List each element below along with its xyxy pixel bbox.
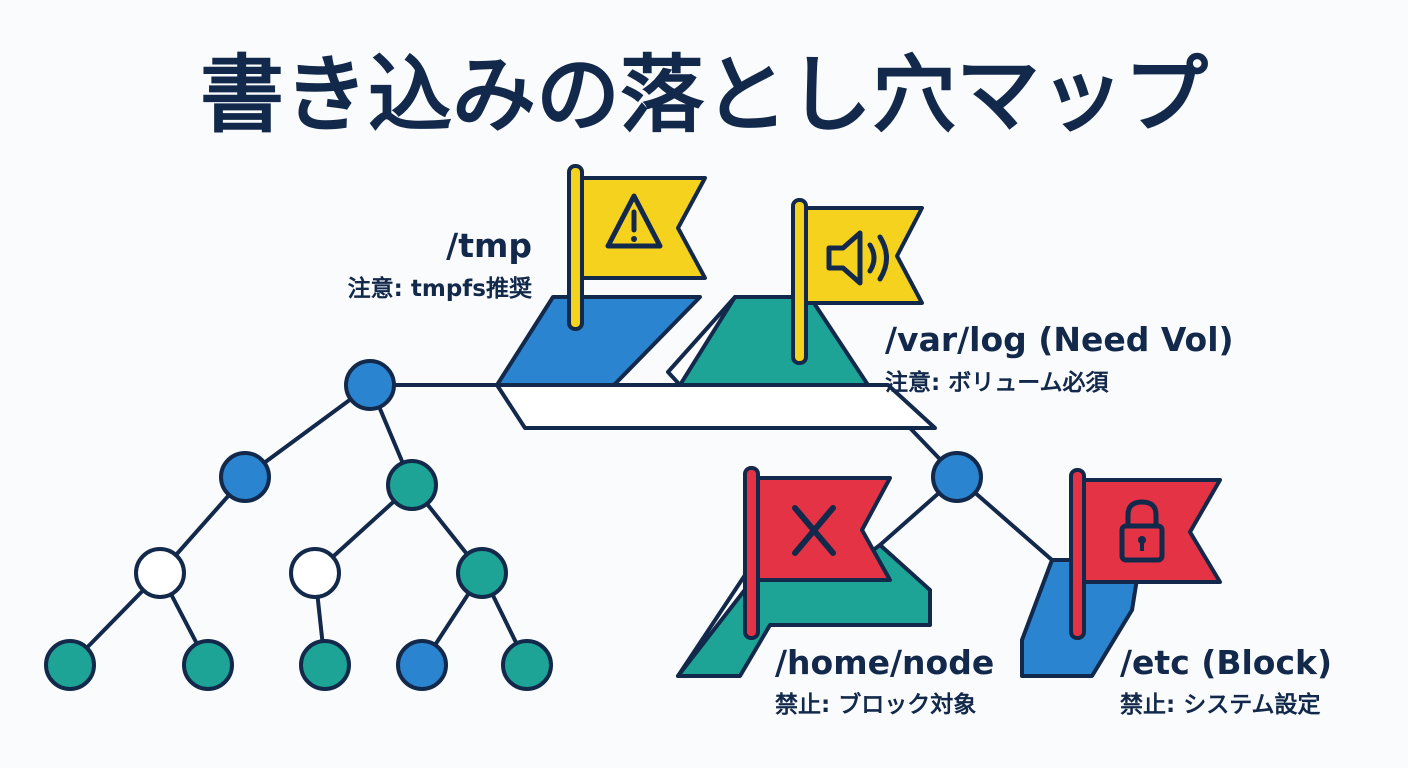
varlog-note-label: 注意: ボリューム必須 <box>885 369 1110 396</box>
etc-flag-pole <box>1069 468 1086 640</box>
homenode-flag-cloth <box>756 476 892 582</box>
lock-icon <box>1119 499 1165 563</box>
tmp-path-label: /tmp <box>446 226 532 265</box>
homenode-flag <box>743 466 892 640</box>
varlog-label: /var/log (Need Vol) 注意: ボリューム必須 <box>885 320 1234 396</box>
tmp-label: /tmp 注意: tmpfs推奨 <box>348 226 533 302</box>
warning-icon <box>605 193 663 249</box>
homenode-flag-pole <box>743 466 760 640</box>
homenode-note-label: 禁止: ブロック対象 <box>775 691 976 718</box>
tree-node-right <box>931 451 983 503</box>
etc-flag-cloth <box>1082 478 1222 584</box>
tmp-note-label: 注意: tmpfs推奨 <box>348 275 533 302</box>
tree-node <box>219 451 271 503</box>
varlog-flag-pole <box>791 198 808 365</box>
tree-node <box>289 547 341 599</box>
tree-node <box>44 639 96 691</box>
varlog-flag-cloth <box>804 206 924 305</box>
etc-note-label: 禁止: システム設定 <box>1120 691 1321 718</box>
varlog-platform-top <box>678 295 870 387</box>
homenode-label: /home/node 禁止: ブロック対象 <box>775 643 994 718</box>
tree-node <box>134 547 186 599</box>
tmp-platform <box>495 295 702 387</box>
varlog-flag <box>791 198 924 365</box>
tmp-flag-cloth <box>580 176 707 280</box>
etc-label: /etc (Block) 禁止: システム設定 <box>1120 643 1332 718</box>
tree-node <box>396 639 448 691</box>
connector-path <box>495 383 937 430</box>
tmp-flag-pole <box>567 164 584 331</box>
tree-node <box>456 547 508 599</box>
tree-node <box>501 639 553 691</box>
tree-node <box>386 459 438 511</box>
tmp-flag <box>567 164 707 331</box>
homenode-path-label: /home/node <box>775 643 994 682</box>
etc-flag <box>1069 468 1222 640</box>
tree-node-root <box>344 359 396 411</box>
tree-node <box>299 639 351 691</box>
varlog-path-label: /var/log (Need Vol) <box>885 320 1234 359</box>
etc-path-label: /etc (Block) <box>1120 643 1332 682</box>
x-icon <box>792 505 836 556</box>
speaker-icon <box>826 230 889 286</box>
tree-nodes <box>44 359 983 691</box>
page-title: 書き込みの落とし穴マップ <box>200 46 1208 144</box>
tree-node <box>182 639 234 691</box>
